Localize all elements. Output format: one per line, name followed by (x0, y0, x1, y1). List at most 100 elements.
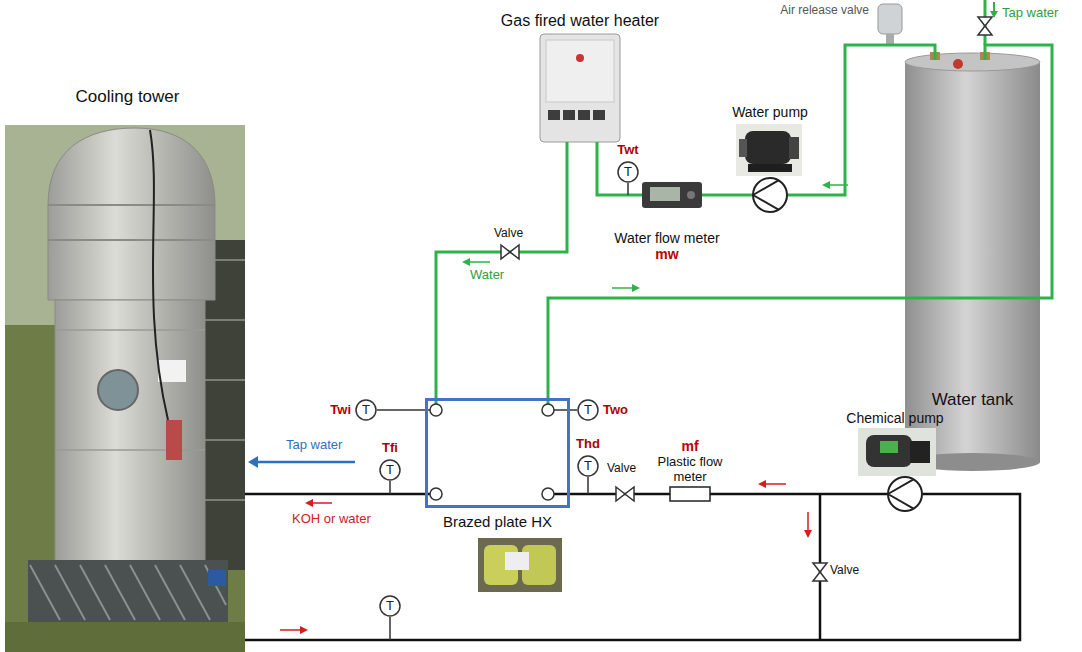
water-pump-photo (736, 124, 802, 176)
temperature-sensor: TwiT (355, 399, 377, 421)
grille-slats (30, 565, 226, 620)
sensor-tag: Thd (557, 436, 619, 452)
label-anchor: Valve (830, 563, 859, 577)
flow-arrow (311, 502, 332, 504)
flow-arrow (612, 287, 634, 289)
temperature-sensor: ThdT (577, 455, 599, 477)
water-pump-motor (745, 131, 791, 164)
pump-symbol (888, 477, 922, 511)
water-pump-head (789, 137, 799, 159)
component-label: Gas fired water heater (485, 12, 675, 30)
flow-arrow-head (632, 284, 640, 292)
pipe-stubs (436, 52, 985, 404)
pipe-connector (377, 409, 425, 411)
air-valve-body (878, 4, 902, 34)
hx-port (542, 488, 554, 500)
tower-cable (150, 130, 168, 420)
heater-logo (576, 54, 584, 62)
temperature-sensor: TwtT (617, 161, 639, 183)
flow-arrow (280, 629, 302, 631)
sensor-circle (578, 456, 598, 476)
tower-window (98, 370, 138, 410)
label-anchor: Valve (607, 461, 636, 475)
hx-photo (478, 538, 562, 592)
water-pump-end (739, 139, 747, 157)
tower-photo-sky (5, 125, 245, 325)
sensor-circle (380, 460, 400, 480)
component-box: Gas fired water heater (485, 10, 675, 142)
pipe-connector (245, 494, 1020, 640)
pipe-label: Valve (607, 461, 636, 475)
pipe-connector (597, 142, 612, 195)
component-box: Cooling tower (10, 84, 245, 652)
flow-arrow-head (305, 499, 313, 507)
flow-arrow-head (822, 181, 830, 189)
hx-port (430, 404, 442, 416)
flow-symbol: mf (650, 438, 730, 454)
sensor-tag: Tfi (359, 440, 421, 456)
tower-sticker-red (166, 420, 182, 460)
valve-symbol (616, 487, 634, 501)
label-anchor: KOH or water (292, 511, 371, 526)
flow-arrow (828, 184, 848, 186)
plastic-flow-meter-symbol (670, 487, 710, 501)
component-label: Chemical pump (840, 410, 950, 426)
heater-vent (593, 110, 605, 120)
pipe-label: Valve (494, 226, 523, 240)
hx-port (542, 404, 554, 416)
temperature-sensor: TTwo (577, 399, 599, 421)
tower-sticker (158, 360, 186, 382)
sensor-circle (578, 400, 598, 420)
chemical-pump-tag (880, 441, 898, 453)
component-box: Air release valve (745, 3, 869, 23)
flow-arrow-head (300, 626, 308, 634)
tower-seams (48, 205, 215, 240)
component-label: Cooling tower (10, 87, 245, 107)
tap-water-line (256, 461, 355, 464)
flow-arrow (993, 2, 995, 12)
component-box: Water flow metermw (612, 178, 722, 272)
flow-arrow-head (462, 258, 470, 266)
sensor-tag: Twt (597, 142, 659, 158)
flow-arrow-head (758, 480, 766, 488)
pipe-label: Tap water (1002, 5, 1058, 20)
flow-arrow (807, 512, 809, 532)
component-label: Water tank (900, 390, 1045, 410)
label-anchor: Valve (494, 226, 523, 240)
sensor-letter: T (577, 455, 599, 477)
pipe-label: KOH or water (292, 511, 371, 526)
component-label: Water pump (728, 104, 812, 120)
pipe-connector (570, 493, 650, 496)
sensor-tag: Twi (319, 402, 351, 418)
tap-water-arrow-head (248, 456, 258, 468)
flow-arrow-head (804, 530, 812, 538)
valve-symbol (501, 245, 519, 259)
heater-vent (578, 110, 590, 120)
flow-arrow (468, 261, 490, 263)
flow-meter-body (642, 182, 702, 208)
water-pump-base (748, 164, 792, 172)
pipe-connector (730, 493, 840, 496)
sensor-circle (380, 596, 400, 616)
pipe-connector (548, 45, 1052, 398)
heater-vent (548, 110, 560, 120)
tower-body (55, 300, 205, 562)
flow-meter-screen (650, 187, 680, 201)
label-anchor: Tap water (286, 437, 342, 452)
flow-meter-knob (687, 191, 695, 199)
hx-sticker (505, 552, 529, 570)
pipe-connector (570, 409, 577, 411)
component-label: Brazed plate HX (428, 513, 567, 530)
tower-fan-grille (28, 560, 228, 622)
sensor-leaders (390, 183, 628, 640)
tank-top (905, 53, 1040, 71)
sensor-letter: T (355, 399, 377, 421)
sensor-circle (356, 400, 376, 420)
component-label: Air release valve (745, 3, 869, 17)
label-anchor: Tap water (1002, 5, 1058, 20)
pipe-label: Valve (830, 563, 859, 577)
sensor-circle (618, 162, 638, 182)
valve-symbol (978, 17, 992, 35)
air-valve-stem (886, 34, 894, 45)
